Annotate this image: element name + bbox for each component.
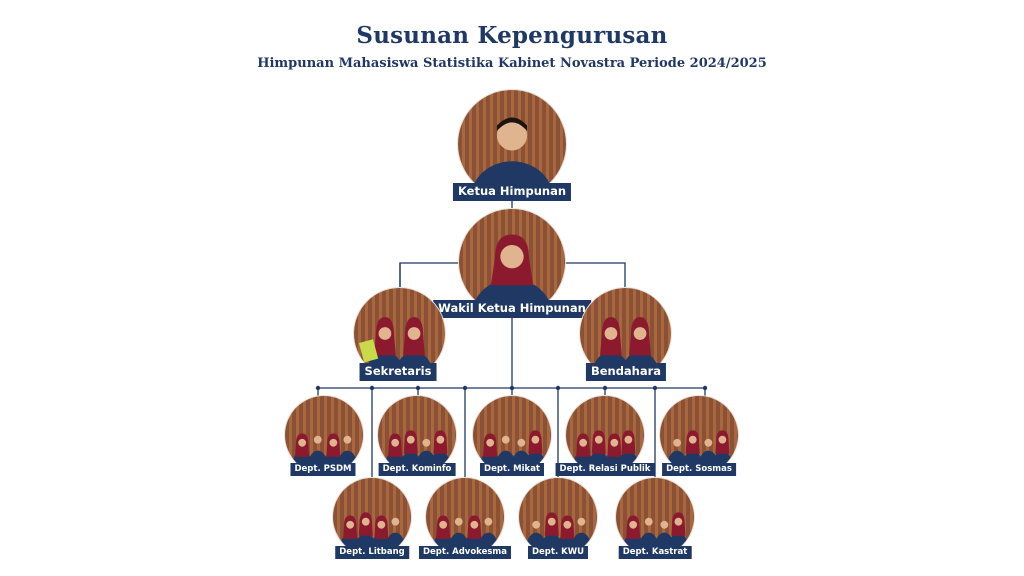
person-icon	[470, 117, 554, 198]
dept-label: Dept. PSDM	[290, 463, 356, 476]
group-icon	[432, 515, 500, 556]
dept-label: Dept. Sosmas	[662, 463, 736, 476]
dept-label: Dept. Relasi Publik	[555, 463, 655, 476]
dept-photo	[519, 478, 597, 556]
dept-label: Dept. Litbang	[335, 546, 409, 559]
ketua-label: Ketua Himpunan	[452, 183, 572, 201]
group-icon	[525, 512, 593, 556]
dept-label: Dept. Kastrat	[618, 546, 692, 559]
dept-label: Dept. KWU	[527, 546, 589, 559]
dept-photo	[616, 478, 694, 556]
wakil-label: Wakil Ketua Himpunan	[433, 300, 591, 318]
ketua-photo	[458, 90, 566, 198]
dept-photo	[426, 478, 504, 556]
group-icon	[622, 512, 690, 556]
dept-label: Dept. Advokesma	[418, 546, 512, 559]
dept-photo	[378, 396, 456, 474]
dept-label: Dept. Kominfo	[378, 463, 456, 476]
dept-photo	[566, 396, 644, 474]
sekretaris-label: Sekretaris	[359, 363, 437, 381]
bendahara-label: Bendahara	[585, 363, 667, 381]
group-icon	[339, 512, 407, 556]
chart-title: Susunan Kepengurusan	[356, 22, 668, 49]
dept-label: Dept. Mikat	[480, 463, 544, 476]
chart-subtitle: Himpunan Mahasiswa Statistika Kabinet No…	[257, 56, 767, 71]
dept-photo	[333, 478, 411, 556]
